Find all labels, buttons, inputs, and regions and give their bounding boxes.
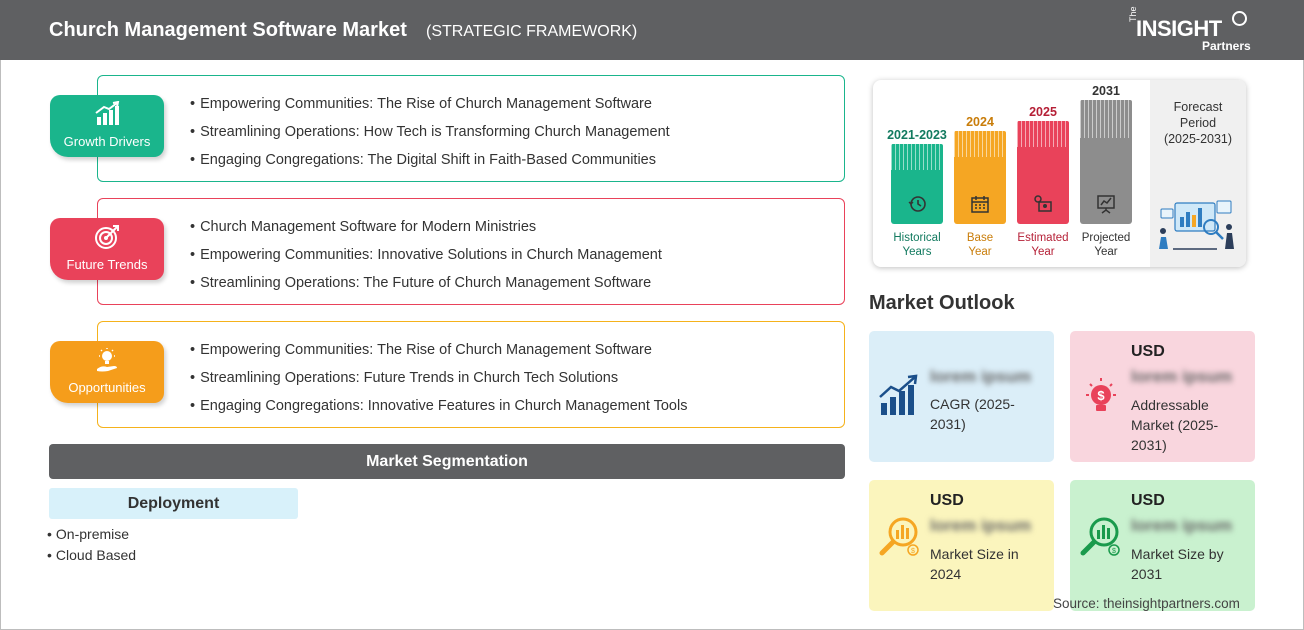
- bar-estimated: [1017, 121, 1069, 224]
- list-item: Engaging Congregations: The Digital Shif…: [190, 151, 670, 179]
- market-size-2024-label: Market Size in 2024: [930, 546, 1019, 582]
- source-text: Source: theinsightpartners.com: [1053, 596, 1240, 611]
- calendar-icon: [971, 196, 989, 213]
- logo-ring-icon: [1232, 11, 1247, 26]
- addressable-market-label: Addressable Market (2025- 2031): [1131, 397, 1219, 453]
- market-size-2024-card: USD $ lorem ipsum Market Size in 2024: [869, 480, 1054, 611]
- bar-stripe: [1080, 100, 1132, 138]
- bar-projected: [1080, 100, 1132, 224]
- bar-stripe: [1017, 121, 1069, 147]
- future-trends-list: Church Management Software for Modern Mi…: [190, 218, 662, 302]
- magnifier-chart-icon: $: [1080, 517, 1120, 556]
- deployment-list: On-premise Cloud Based: [47, 525, 136, 567]
- analyst-illustration-icon: [1159, 200, 1234, 250]
- target-icon: [95, 225, 119, 249]
- cagr-value: lorem ipsum: [930, 367, 1032, 386]
- lightbulb-hand-icon: [97, 348, 117, 372]
- cagr-label: CAGR (2025- 2031): [930, 396, 1015, 432]
- bar-caption-estimated: Estimated Year: [1017, 232, 1069, 258]
- bar-caption-base: Base Year: [966, 232, 994, 258]
- list-item: Empowering Communities: The Rise of Chur…: [190, 341, 687, 369]
- opportunities-list: Empowering Communities: The Rise of Chur…: [190, 341, 687, 425]
- currency-label: USD: [1131, 343, 1165, 360]
- future-trends-badge: Future Trends: [50, 218, 164, 280]
- list-item: Streamlining Operations: The Future of C…: [190, 274, 662, 302]
- addressable-market-card: USD $ lorem ipsum Addressable Market (20…: [1070, 331, 1255, 462]
- rising-bar-chart-icon: [879, 374, 918, 415]
- market-size-2031-value: lorem ipsum: [1131, 516, 1233, 535]
- market-size-2024-value: lorem ipsum: [930, 516, 1032, 535]
- market-size-2031-card: USD $ lorem ipsum Market Size by 2031: [1070, 480, 1255, 611]
- list-item: Cloud Based: [47, 546, 136, 567]
- growth-drivers-list: Empowering Communities: The Rise of Chur…: [190, 95, 670, 179]
- logo-main-text: INSIGHT: [1136, 16, 1222, 41]
- bar-year-estimated: 2025: [1029, 105, 1057, 119]
- insight-partners-logo[interactable]: The INSIGHT Partners: [1128, 6, 1258, 54]
- bar-caption-historical: Historical Years: [893, 232, 941, 258]
- bar-stripe: [954, 131, 1006, 157]
- opportunities-badge: Opportunities: [50, 341, 164, 403]
- bar-base: [954, 131, 1006, 224]
- list-item: Streamlining Operations: How Tech is Tra…: [190, 123, 670, 151]
- svg-text:$: $: [1097, 388, 1105, 403]
- history-clock-icon: [908, 196, 926, 212]
- bar-year-projected: 2031: [1092, 84, 1120, 98]
- list-item: On-premise: [47, 525, 136, 546]
- opportunities-label: Opportunities: [68, 380, 146, 395]
- list-item: Engaging Congregations: Innovative Featu…: [190, 397, 687, 425]
- currency-label: USD: [930, 492, 964, 509]
- market-size-2031-label: Market Size by 2031: [1131, 546, 1224, 582]
- cagr-card: lorem ipsum CAGR (2025- 2031): [869, 331, 1054, 462]
- magnifier-chart-icon: $: [879, 517, 919, 556]
- list-item: Church Management Software for Modern Mi…: [190, 218, 662, 246]
- future-trends-label: Future Trends: [66, 257, 148, 272]
- bar-year-base: 2024: [966, 115, 994, 129]
- dollar-lightbulb-icon: $: [1086, 378, 1116, 411]
- presentation-chart-icon: [1097, 195, 1115, 214]
- bar-year-historical: 2021-2023: [887, 128, 947, 142]
- header-bar: Church Management Software Market (STRAT…: [0, 0, 1304, 60]
- svg-text:$: $: [1112, 548, 1116, 555]
- growth-drivers-badge: Growth Drivers: [50, 95, 164, 157]
- page-subtitle: (STRATEGIC FRAMEWORK): [426, 23, 638, 40]
- growth-chart-icon: [95, 101, 120, 125]
- bar-caption-projected: Projected Year: [1081, 232, 1131, 258]
- growth-drivers-box: Empowering Communities: The Rise of Chur…: [97, 75, 845, 182]
- logo-sub-text: Partners: [1202, 39, 1251, 53]
- deployment-tab[interactable]: Deployment: [49, 488, 298, 519]
- market-outlook-title: Market Outlook: [869, 292, 1015, 314]
- bar-stripe: [891, 144, 943, 170]
- growth-drivers-label: Growth Drivers: [63, 134, 151, 149]
- currency-label: USD: [1131, 492, 1165, 509]
- page-title: Church Management Software Market: [49, 19, 407, 41]
- bar-historical: [891, 144, 943, 224]
- forecast-period-label: Forecast Period (2025-2031): [1163, 100, 1233, 146]
- future-trends-box: Church Management Software for Modern Mi…: [97, 198, 845, 305]
- gears-icon: [1034, 195, 1052, 212]
- market-segmentation-header: Market Segmentation: [49, 444, 845, 479]
- addressable-market-value: lorem ipsum: [1131, 367, 1233, 386]
- list-item: Streamlining Operations: Future Trends i…: [190, 369, 687, 397]
- opportunities-box: Empowering Communities: The Rise of Chur…: [97, 321, 845, 428]
- list-item: Empowering Communities: The Rise of Chur…: [190, 95, 670, 123]
- list-item: Empowering Communities: Innovative Solut…: [190, 246, 662, 274]
- svg-text:$: $: [911, 548, 915, 555]
